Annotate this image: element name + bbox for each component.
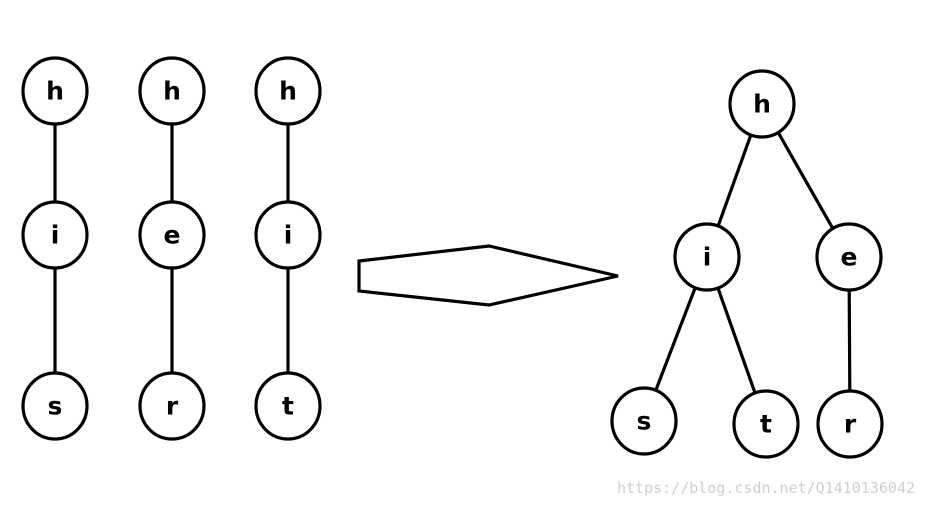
chain-her-node-h-0: h [138,56,206,126]
chain-hit-node-t-2: t [254,371,322,441]
chain-hit-node-h-0: h [254,56,322,126]
trie-node-root-circle [728,69,796,139]
chain-her-node-r-2: r [138,371,206,441]
trie-node-n_e: e [815,222,883,292]
trie-node-n_e-label: e [841,243,858,272]
chain-his-node-i-1-label: i [51,221,60,250]
chain-her-node-e-1: e [138,200,206,270]
watermark: https://blog.csdn.net/Q1410136042 [616,479,915,497]
chain-hit-node-i-1-label: i [284,221,293,250]
chain-his-node-s-2: s [21,371,89,441]
chain-hit-node-i-1-circle [254,200,322,270]
trie-node-n_t: t [732,389,800,459]
chain-his-node-s-2-circle [21,371,89,441]
trie-node-n_s: s [610,386,678,456]
trie-node-n_r-circle [816,389,884,459]
chain-hit-node-t-2-circle [254,371,322,441]
chain-her-node-e-1-circle [138,200,206,270]
chain-his-node-s-2-label: s [48,392,63,421]
trie-node-n_r-label: r [844,410,857,439]
trie-node-root-label: h [753,90,771,119]
chain-his-node-i-1: i [21,200,89,270]
chain-his-node-i-1-circle [21,200,89,270]
trie-node-n_e-circle [815,222,883,292]
trie-node-n_i-circle [673,222,741,292]
chain-her-node-r-2-circle [138,371,206,441]
chain-hit-node-i-1: i [254,200,322,270]
trie-node-root: h [728,69,796,139]
word-chains: h i s h e r h i t [21,56,322,441]
chain-his-node-h-0: h [21,56,89,126]
chain-her-node-r-2-label: r [166,392,179,421]
chain-hit-node-h-0-circle [254,56,322,126]
right-arrow-icon [357,244,619,307]
trie-node-n_i: i [673,222,741,292]
trie-node-n_i-label: i [703,243,712,272]
chain-his-node-h-0-circle [21,56,89,126]
chain-hit-node-h-0-label: h [279,77,297,106]
chain-his-node-h-0-label: h [46,77,64,106]
chain-her-node-e-1-label: e [164,221,181,250]
trie-node-n_s-circle [610,386,678,456]
chain-her-node-h-0-label: h [163,77,181,106]
trie-node-n_t-circle [732,389,800,459]
chain-hit-node-t-2-label: t [282,392,294,421]
merged-trie: h i e s t r [610,69,884,459]
trie-node-n_r: r [816,389,884,459]
trie-node-n_t-label: t [760,410,772,439]
trie-node-n_s-label: s [637,407,652,436]
chain-her-node-h-0-circle [138,56,206,126]
